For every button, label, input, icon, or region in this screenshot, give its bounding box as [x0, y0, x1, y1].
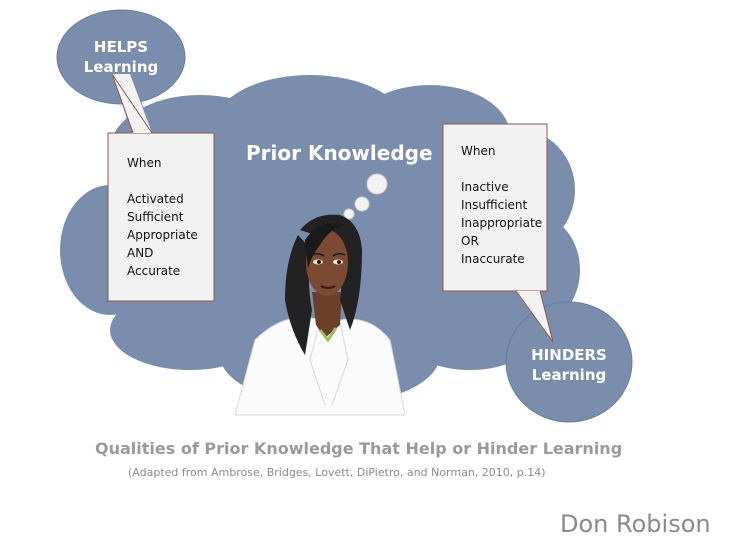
- hinders-condition-item: Insufficient: [461, 198, 528, 212]
- hinders-condition-item: OR: [461, 234, 479, 248]
- hinders-bubble-label: HINDERS Learning: [519, 345, 619, 385]
- hinders-conditions-header: When: [461, 144, 496, 158]
- helps-bubble-label: HELPS Learning: [71, 37, 171, 77]
- hinders-conditions-list: When Inactive Insufficient Inappropriate…: [461, 142, 542, 268]
- hinders-bubble-line2: Learning: [531, 366, 607, 384]
- hinders-condition-item: Inactive: [461, 180, 509, 194]
- hinders-condition-item: Inaccurate: [461, 252, 525, 266]
- diagram-title: Prior Knowledge: [246, 141, 433, 165]
- diagram-citation: (Adapted from Ambrose, Bridges, Lovett, …: [128, 466, 546, 479]
- helps-condition-item: Sufficient: [127, 210, 184, 224]
- helps-conditions-header: When: [127, 156, 162, 170]
- helps-bubble-line2: Learning: [83, 58, 159, 76]
- diagram-caption: Qualities of Prior Knowledge That Help o…: [95, 439, 623, 458]
- hinders-callout-box: [442, 123, 554, 343]
- hinders-bubble-line1: HINDERS: [531, 346, 607, 364]
- helps-callout-box: [107, 73, 215, 302]
- helps-condition-item: Activated: [127, 192, 184, 206]
- woman-illustration: [234, 214, 406, 416]
- author-signature: Don Robison: [560, 510, 711, 538]
- helps-condition-item: AND: [127, 246, 154, 260]
- helps-conditions-list: When Activated Sufficient Appropriate AN…: [127, 154, 198, 280]
- helps-bubble-line1: HELPS: [93, 38, 149, 56]
- hinders-condition-item: Inappropriate: [461, 216, 543, 230]
- helps-condition-item: Accurate: [127, 264, 181, 278]
- helps-condition-item: Appropriate: [127, 228, 198, 242]
- thought-dots: [343, 173, 388, 220]
